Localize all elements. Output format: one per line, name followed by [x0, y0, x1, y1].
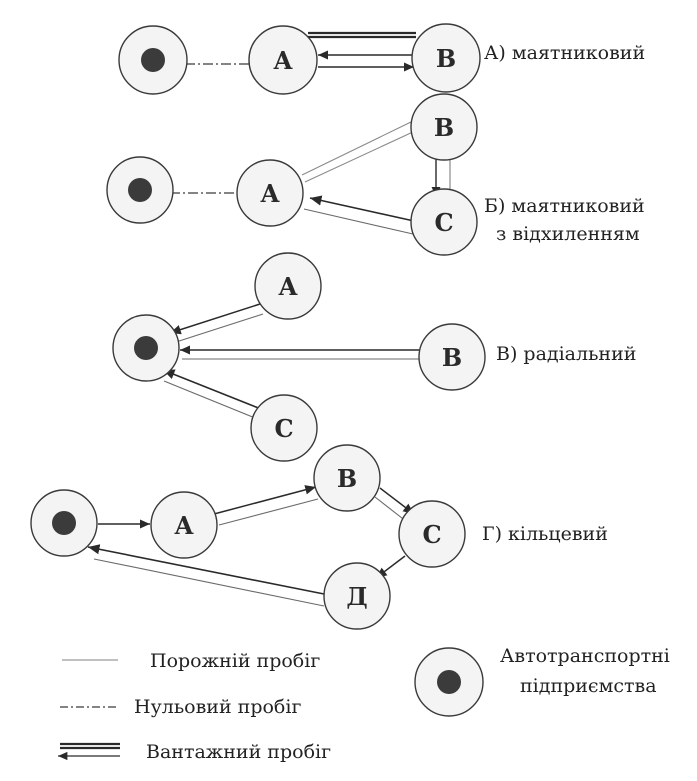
legend-loaded-run-label: Вантажний пробіг	[146, 741, 331, 763]
node-c-label: С	[274, 414, 293, 443]
loaded-run-bar	[374, 496, 408, 523]
legend-depot-label-line2: підприємства	[520, 675, 657, 697]
scheme-radial: А В С В) радіальний	[112, 252, 636, 462]
node-c	[250, 394, 318, 462]
node-a	[248, 25, 318, 95]
scheme-b-label-line1: Б) маятниковий	[484, 195, 645, 217]
node-c	[398, 500, 466, 568]
node-b	[411, 23, 481, 93]
depot-dot	[134, 336, 158, 360]
node-b-label: В	[436, 44, 456, 73]
node-a-label: А	[174, 511, 194, 540]
scheme-v-label: В) радіальний	[496, 343, 636, 365]
node-d	[323, 562, 391, 630]
empty-run-a-b	[301, 120, 414, 176]
loaded-run-bar	[218, 498, 319, 526]
depot-dot	[52, 511, 76, 535]
arrow-a-to-depot	[169, 303, 261, 335]
node-b	[410, 93, 478, 161]
node-d-label: Д	[346, 582, 367, 611]
scheme-g-label: Г) кільцевий	[482, 523, 608, 545]
scheme-a-label: А) маятниковий	[484, 42, 645, 64]
scheme-ring: А В С Д Г) кільцевий	[30, 444, 608, 630]
node-b-label: В	[434, 113, 454, 142]
node-a-label: А	[278, 272, 298, 301]
depot-dot	[141, 48, 165, 72]
legend-empty-run-label: Порожній пробіг	[150, 650, 320, 672]
legend-depot-dot	[437, 670, 461, 694]
node-a-label: А	[260, 179, 280, 208]
node-b-label: В	[337, 464, 357, 493]
arrow-a-to-b	[213, 485, 317, 515]
scheme-b-label-line2: з відхиленням	[496, 223, 640, 245]
node-c-label: С	[422, 520, 441, 549]
loaded-run-bar	[93, 558, 325, 607]
node-a-label: А	[273, 46, 293, 75]
empty-run-a-b	[304, 130, 416, 183]
legend-zero-run-label: Нульовий пробіг	[134, 696, 301, 718]
node-a	[236, 159, 304, 227]
legend-depot-label-line1: Автотранспортні	[500, 645, 670, 667]
scheme-pendulum-deviation: А В С Б) маятниковий з відхиленням	[106, 93, 645, 256]
loaded-run-bar	[175, 313, 264, 343]
node-a	[254, 252, 322, 320]
legend: Порожній пробіг Нульовий пробіг Вантажни…	[58, 645, 670, 763]
arrow-d-to-depot	[87, 544, 325, 595]
scheme-pendulum: А В А) маятниковий	[118, 23, 645, 95]
node-a	[150, 491, 218, 559]
arrow-c-to-a	[309, 195, 415, 222]
arrow-c-to-depot	[162, 369, 262, 410]
node-b	[313, 444, 381, 512]
node-b-label: В	[442, 343, 462, 372]
loaded-run-bar	[303, 208, 414, 235]
depot-dot	[128, 178, 152, 202]
loaded-run-bar	[163, 380, 256, 419]
node-b	[418, 323, 486, 391]
node-c	[410, 188, 478, 256]
node-c-label: С	[434, 208, 453, 237]
arrow-b-to-c	[379, 487, 415, 515]
